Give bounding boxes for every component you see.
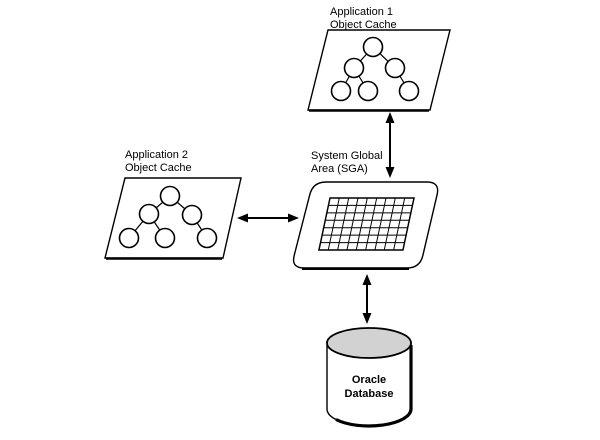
tree-edges <box>340 46 410 92</box>
arrowhead-up-icon <box>362 274 372 285</box>
grid-border <box>318 197 415 251</box>
object-circle <box>138 203 160 225</box>
arrow-app2-sga <box>237 213 299 223</box>
app1-node: Application 1 Object Cache <box>307 6 451 112</box>
tree-edges <box>128 195 208 239</box>
app1-label-line1: Application 1 <box>330 6 393 18</box>
app2-node: Application 2 Object Cache <box>104 149 242 260</box>
object-circle <box>181 204 203 226</box>
sga-label-line2: Area (SGA) <box>311 163 368 175</box>
database-label-line2: Database <box>345 388 394 400</box>
object-circle <box>330 80 352 102</box>
arrowhead-down-icon <box>362 313 372 324</box>
object-circle <box>159 185 181 207</box>
arrow-sga-database <box>362 274 372 324</box>
object-circle <box>154 227 176 249</box>
object-circle <box>118 227 140 249</box>
arrowhead-down-icon <box>385 167 395 178</box>
app2-label-line1: Application 2 <box>125 149 188 161</box>
app1-object-tree <box>330 36 420 102</box>
arrowhead-right-icon <box>288 213 299 223</box>
arrowhead-left-icon <box>237 213 248 223</box>
database-cylinder-shadow <box>335 345 413 428</box>
sga-label-line1: System Global <box>311 150 383 162</box>
object-circle <box>343 57 365 79</box>
grid-horizontal-lines <box>320 204 413 244</box>
sga-node: System Global Area (SGA) <box>292 150 439 270</box>
object-circle <box>398 80 420 102</box>
arrow-app1-sga <box>385 112 395 178</box>
app1-label-line2: Object Cache <box>330 19 397 31</box>
database-cylinder-top <box>326 327 412 359</box>
sga-memory-grid <box>318 197 415 251</box>
app2-label-line2: Object Cache <box>125 162 192 174</box>
arrowhead-up-icon <box>385 112 395 123</box>
app2-object-tree <box>118 185 218 249</box>
object-circle <box>196 227 218 249</box>
database-node: Oracle Database <box>326 327 413 428</box>
object-circle <box>362 36 384 58</box>
object-circle <box>384 57 406 79</box>
object-circle <box>357 80 379 102</box>
database-label-line1: Oracle <box>352 374 386 386</box>
grid-vertical-lines <box>327 198 406 250</box>
